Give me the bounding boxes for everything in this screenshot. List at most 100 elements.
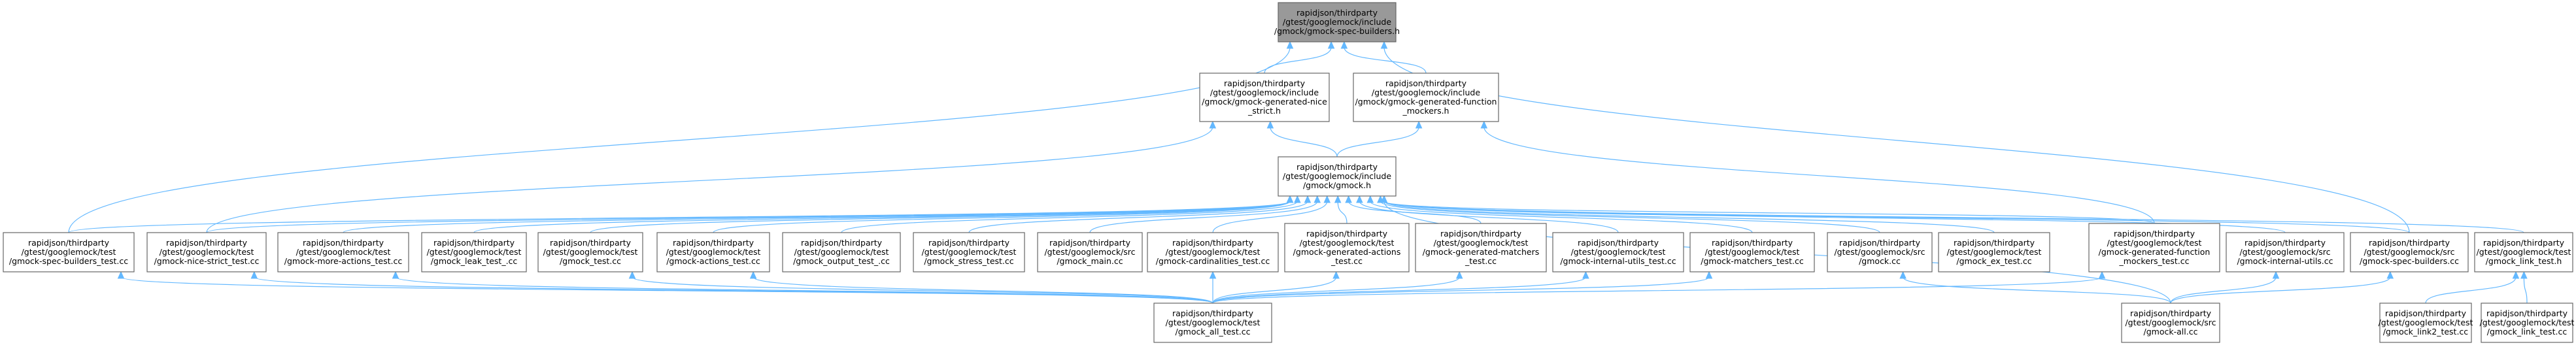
- node-cardinalities_test[interactable]: rapidjson/thirdparty/gtest/googlemock/te…: [1147, 232, 1279, 272]
- node-box: [2350, 232, 2469, 272]
- node-label-line: /gmock_ex_test.cc: [1956, 256, 2031, 266]
- edge-all_test-to-actions_test: [749, 271, 1213, 304]
- node-label-line: /gmock-generated-matchers: [1423, 247, 1540, 257]
- node-ex_test[interactable]: rapidjson/thirdparty/gtest/googlemock/te…: [1938, 232, 2050, 272]
- node-label-line: /gtest/googlemock/src: [2125, 318, 2216, 327]
- node-all_test[interactable]: rapidjson/thirdparty/gtest/googlemock/te…: [1153, 303, 1272, 343]
- node-label-line: /gmock-spec-builders_test.cc: [9, 256, 128, 266]
- edge-spec_builders_cc-to-root: [1380, 41, 2410, 233]
- node-label-line: /gmock-internal-utils.cc: [2237, 256, 2333, 266]
- node-label-line: _test.cc: [1330, 256, 1363, 266]
- node-label-line: rapidjson/thirdparty: [1172, 308, 1254, 318]
- node-internal_utils_cc[interactable]: rapidjson/thirdparty/gtest/googlemock/sr…: [2226, 232, 2345, 272]
- edge-cardinalities_test-to-gmock_h: [1212, 195, 1331, 233]
- node-gmock_test[interactable]: rapidjson/thirdparty/gtest/googlemock/te…: [537, 232, 643, 272]
- node-link2_test[interactable]: rapidjson/thirdparty/gtest/googlemock/te…: [2379, 303, 2473, 343]
- node-box: [1199, 73, 1330, 122]
- edge-gmock_all-to-internal_utils_cc: [2170, 271, 2280, 304]
- node-box: [1147, 232, 1279, 272]
- node-label-line: rapidjson/thirdparty: [2483, 238, 2565, 248]
- node-label-line: /gtest/googlemock/test: [1705, 247, 1800, 257]
- node-actions_test[interactable]: rapidjson/thirdparty/gtest/googlemock/te…: [656, 232, 770, 272]
- node-label-line: _mockers_test.cc: [2118, 256, 2189, 266]
- node-label-line: /gtest/googlemock/test: [296, 247, 391, 257]
- node-box: [1278, 156, 1397, 197]
- node-gen_matchers_test[interactable]: rapidjson/thirdparty/gtest/googlemock/te…: [1415, 223, 1547, 272]
- node-label-line: /gtest/googlemock/test: [794, 247, 889, 257]
- edge-link2_test-to-link_test_h: [2425, 271, 2520, 304]
- node-label-line: /gmock-cardinalities_test.cc: [1156, 256, 1270, 266]
- node-label-line: /gtest/googlemock/src: [1834, 247, 1925, 257]
- node-box: [782, 232, 901, 272]
- node-label-line: /gmock/gmock-spec-builders.h: [1274, 26, 1400, 36]
- edge-gmock_h-to-nice_strict: [1266, 120, 1338, 157]
- edge-stress_test-to-gmock_h: [968, 195, 1312, 233]
- node-label-line: rapidjson/thirdparty: [1578, 238, 1659, 248]
- node-box: [2474, 232, 2573, 272]
- node-label-line: rapidjson/thirdparty: [1049, 238, 1131, 248]
- node-gen_actions_test[interactable]: rapidjson/thirdparty/gtest/googlemock/te…: [1284, 223, 1410, 272]
- node-link_test_cc[interactable]: rapidjson/thirdparty/gtest/googlemock/te…: [2480, 303, 2575, 343]
- node-box: [1353, 73, 1499, 122]
- node-label-line: rapidjson/thirdparty: [928, 238, 1010, 248]
- node-spec_builders_test[interactable]: rapidjson/thirdparty/gtest/googlemock/te…: [3, 232, 135, 272]
- node-box: [2481, 303, 2573, 343]
- node-label-line: /gtest/googlemock/include: [1283, 17, 1391, 27]
- node-label-line: /gtest/googlemock/include: [1210, 88, 1319, 97]
- node-label-line: /gmock_link2_test.cc: [2383, 327, 2468, 337]
- node-label-line: rapidjson/thirdparty: [1296, 162, 1378, 172]
- node-box: [1284, 223, 1410, 272]
- node-label-line: /gmock_link_test.h: [2486, 256, 2562, 266]
- node-gmock_h[interactable]: rapidjson/thirdparty/gtest/googlemock/in…: [1278, 156, 1397, 197]
- edge-gmock_all-to-spec_builders_cc: [2170, 271, 2394, 304]
- node-box: [2088, 223, 2220, 272]
- edge-more_actions_test-to-gmock_h: [343, 195, 1294, 233]
- node-nice_strict_test[interactable]: rapidjson/thirdparty/gtest/googlemock/te…: [146, 232, 267, 272]
- edge-all_test-to-nice_strict_test: [250, 271, 1213, 304]
- edge-gen_actions_test-to-gmock_h: [1334, 195, 1347, 224]
- node-func_mockers_h[interactable]: rapidjson/thirdparty/gtest/googlemock/in…: [1353, 73, 1499, 122]
- node-label-line: /gmock-generated-actions: [1293, 247, 1401, 257]
- edges-layer: [68, 41, 2528, 304]
- node-gmock_cc[interactable]: rapidjson/thirdparty/gtest/googlemock/sr…: [1827, 232, 1933, 272]
- edge-gmock_h-to-func_mockers_h: [1336, 120, 1423, 157]
- node-label-line: rapidjson/thirdparty: [1440, 229, 1522, 238]
- node-gmock_all[interactable]: rapidjson/thirdparty/gtest/googlemock/sr…: [2121, 303, 2220, 343]
- edge-output_test-to-gmock_h: [841, 195, 1301, 233]
- node-more_actions_test[interactable]: rapidjson/thirdparty/gtest/googlemock/te…: [277, 232, 409, 272]
- node-label-line: rapidjson/thirdparty: [433, 238, 515, 248]
- node-stress_test[interactable]: rapidjson/thirdparty/gtest/googlemock/te…: [913, 232, 1025, 272]
- node-label-line: /gtest/googlemock/test: [1166, 318, 1261, 327]
- node-box: [1037, 232, 1143, 272]
- node-root[interactable]: rapidjson/thirdparty/gtest/googlemock/in…: [1274, 2, 1400, 42]
- node-label-line: rapidjson/thirdparty: [2385, 308, 2467, 318]
- node-label-line: /gmock-internal-utils_test.cc: [1560, 256, 1676, 266]
- node-label-line: /gmock_all_test.cc: [1176, 327, 1251, 337]
- node-gen_func_mockers_test[interactable]: rapidjson/thirdparty/gtest/googlemock/te…: [2088, 223, 2220, 272]
- node-box: [1938, 232, 2050, 272]
- edge-all_test-to-gen_func_mockers_test: [1212, 271, 2106, 304]
- node-spec_builders_cc[interactable]: rapidjson/thirdparty/gtest/googlemock/sr…: [2350, 232, 2469, 272]
- node-internal_utils_test[interactable]: rapidjson/thirdparty/gtest/googlemock/te…: [1552, 232, 1684, 272]
- node-box: [1827, 232, 1933, 272]
- node-nice_strict[interactable]: rapidjson/thirdparty/gtest/googlemock/in…: [1199, 73, 1330, 122]
- node-matchers_test[interactable]: rapidjson/thirdparty/gtest/googlemock/te…: [1689, 232, 1815, 272]
- node-label-line: _test.cc: [1465, 256, 1497, 266]
- node-box: [1278, 2, 1397, 42]
- node-gmock_main[interactable]: rapidjson/thirdparty/gtest/googlemock/sr…: [1037, 232, 1143, 272]
- node-link_test_h[interactable]: rapidjson/thirdparty/gtest/googlemock/te…: [2474, 232, 2573, 272]
- edge-nice_strict_test-to-nice_strict: [206, 120, 1217, 233]
- node-box: [1415, 223, 1547, 272]
- node-label-line: rapidjson/thirdparty: [1224, 78, 1306, 88]
- edge-spec_builders_test-to-root: [68, 41, 1294, 233]
- node-label-line: /gmock.cc: [1859, 256, 1901, 266]
- node-label-line: /gmock-more-actions_test.cc: [284, 256, 403, 266]
- edge-all_test-to-internal_utils_test: [1212, 271, 1589, 304]
- node-output_test[interactable]: rapidjson/thirdparty/gtest/googlemock/te…: [782, 232, 901, 272]
- node-box: [3, 232, 135, 272]
- node-box: [1552, 232, 1684, 272]
- node-leak_test[interactable]: rapidjson/thirdparty/gtest/googlemock/te…: [421, 232, 527, 272]
- node-label-line: /gtest/googlemock/test: [160, 247, 254, 257]
- edge-actions_test-to-gmock_h: [713, 195, 1294, 233]
- node-box: [2121, 303, 2220, 343]
